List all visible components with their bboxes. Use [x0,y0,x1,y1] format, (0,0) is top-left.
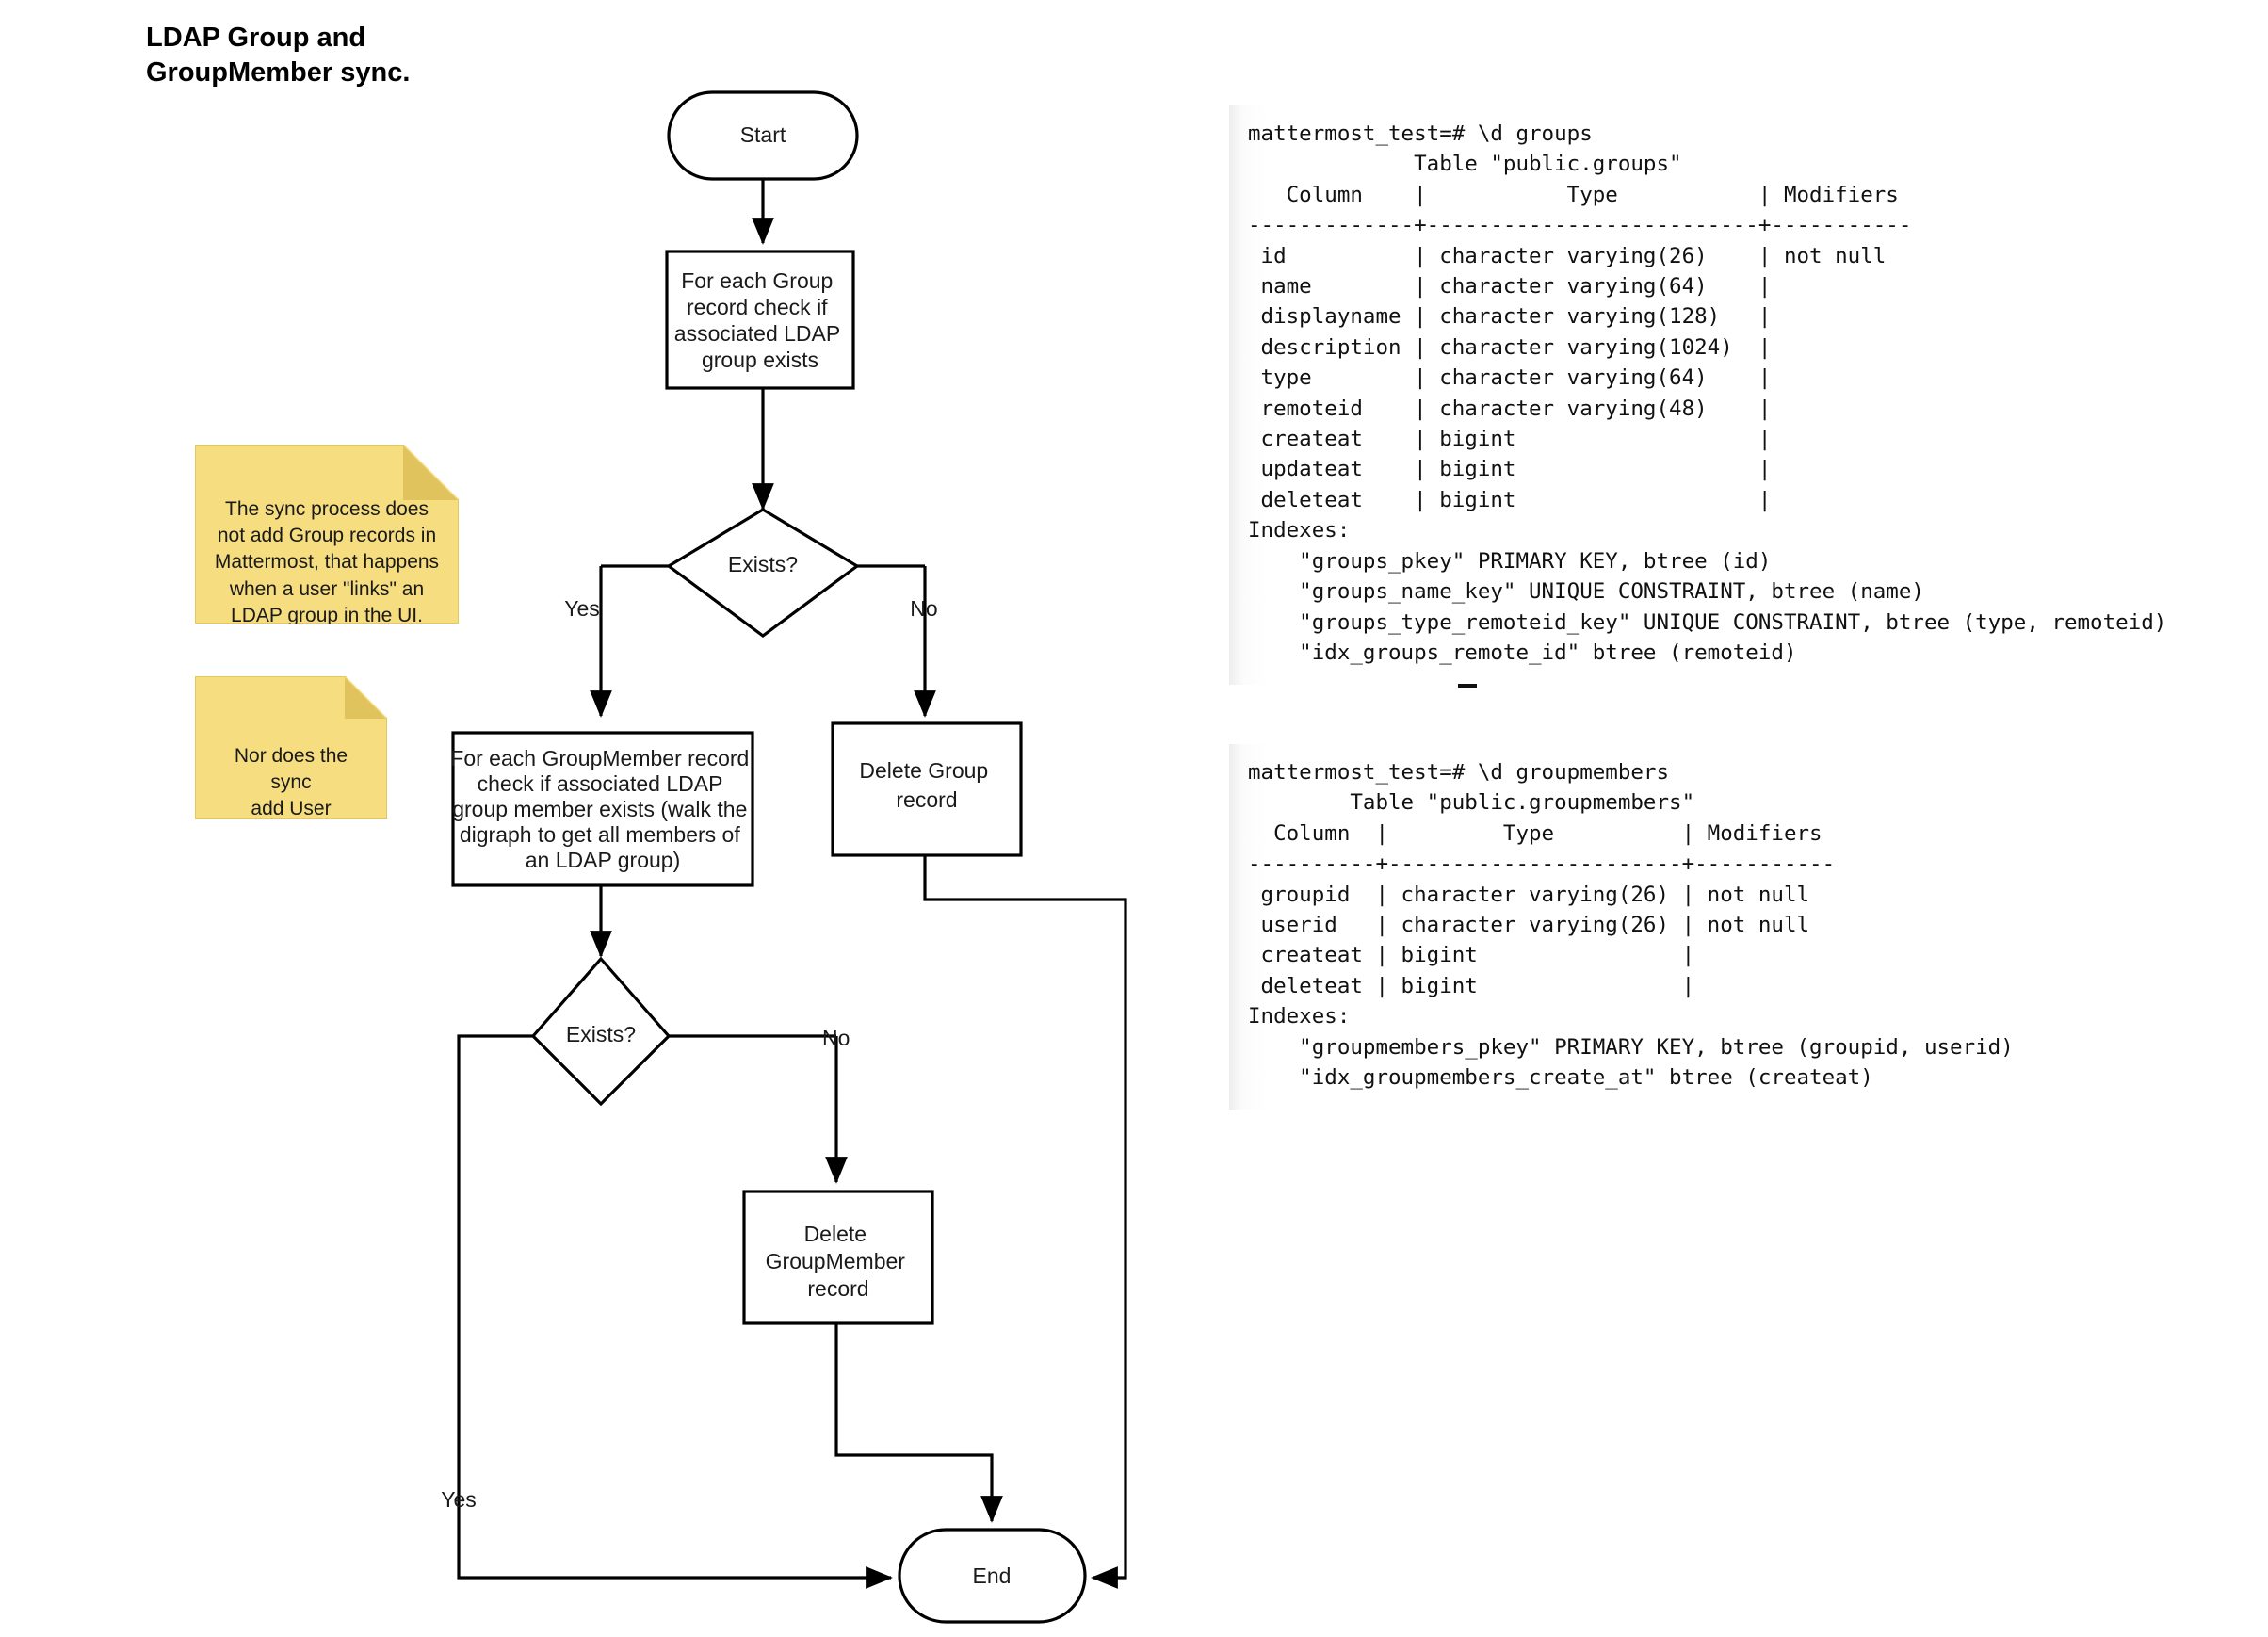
psql-output-groupmembers: mattermost_test=# \d groupmembers Table … [1229,744,2033,1110]
edge-label-member-yes: Yes [441,1487,477,1512]
psql-prompt-cursor-dash [1458,684,1477,688]
node-start-label: Start [740,122,786,147]
node-for-each-group-label: For each Group record check if associate… [674,268,846,372]
node-for-each-groupmember[interactable]: For each GroupMember record check if ass… [450,731,754,887]
edge-label-group-no: No [910,596,937,621]
node-exists-groupmember-label: Exists? [566,1022,636,1046]
node-delete-group[interactable]: Delete Group record [831,721,1023,857]
node-end-label: End [973,1564,1012,1588]
edge-delete-groupmember-to-end [834,1323,1003,1523]
node-end[interactable]: End [898,1528,1087,1624]
edge-label-member-no: No [822,1026,850,1050]
edge-label-group-yes: Yes [564,596,600,621]
node-for-each-groupmember-label: For each GroupMember record check if ass… [450,746,754,872]
page-title: LDAP Group and GroupMember sync. [146,23,411,89]
node-delete-groupmember[interactable]: Delete GroupMember record [742,1190,934,1325]
edge-delete-group-to-end [923,855,1127,1589]
node-delete-groupmember-label: Delete GroupMember record [766,1222,912,1301]
flowchart-edges [457,179,1127,1589]
flowchart-edge-labels: Yes No No Yes [441,596,937,1512]
node-exists-groupmember[interactable]: Exists? [530,956,672,1107]
psql-output-groups: mattermost_test=# \d groups Table "publi… [1229,105,2186,686]
sticky-note-sync-group: The sync process does not add Group reco… [195,445,459,624]
node-exists-group-label: Exists? [728,552,798,576]
sticky-note-sync-user: Nor does the sync add User records. thos… [195,676,387,819]
sticky-note-sync-group-text: The sync process does not add Group reco… [214,498,440,626]
node-exists-group[interactable]: Exists? [666,508,860,638]
node-delete-group-label: Delete Group record [859,758,994,812]
edge-exists-member-yes [457,1034,893,1589]
node-start[interactable]: Start [667,90,859,181]
node-for-each-group[interactable]: For each Group record check if associate… [665,250,855,390]
